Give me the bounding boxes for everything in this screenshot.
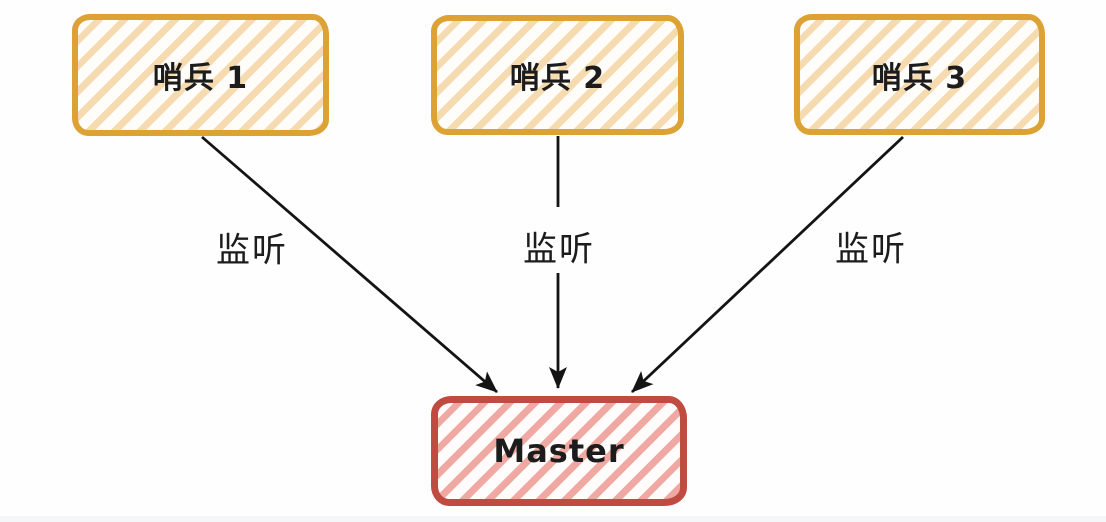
edge-label-monitor-2: 监听 [523, 229, 595, 270]
screenshot-bottom-edge [0, 516, 1106, 522]
node-sentinel-3-label: 哨兵 3 [871, 60, 968, 96]
node-sentinel-1: 哨兵 1 [72, 14, 329, 136]
edge-label-monitor-1: 监听 [216, 230, 288, 271]
node-master: Master [431, 396, 687, 506]
node-sentinel-3: 哨兵 3 [794, 14, 1045, 135]
node-sentinel-2-label: 哨兵 2 [509, 61, 606, 96]
node-master-label: Master [493, 432, 625, 470]
edge-label-monitor-3: 监听 [835, 229, 907, 270]
node-sentinel-1-label: 哨兵 1 [152, 61, 249, 96]
node-sentinel-2: 哨兵 2 [431, 15, 684, 135]
